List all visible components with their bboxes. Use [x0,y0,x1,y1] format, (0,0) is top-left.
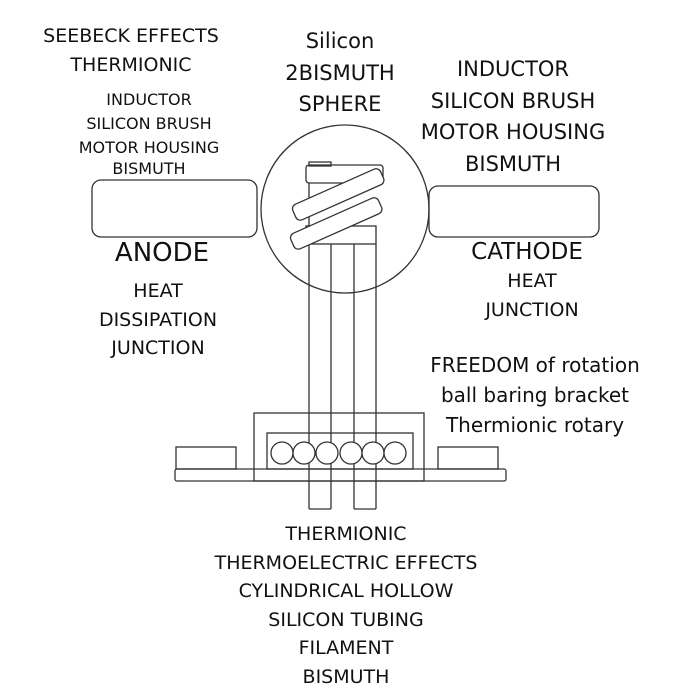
right-foot [437,446,499,470]
ball-bearing [315,441,339,465]
anode-sub-label: HEAT DISSIPATION JUNCTION [99,277,217,363]
label-line: Silicon [305,29,375,53]
coil-upper [291,168,385,221]
bismuth-sphere [260,124,430,294]
ball-bearing [383,441,407,465]
label-line: HEAT [507,270,557,292]
label-line: JUNCTION [111,337,205,359]
column-tab [308,161,332,167]
label-line: FILAMENT [298,637,394,659]
label-line: THERMIONIC [285,523,407,545]
ball-bearing [270,441,294,465]
filament-label: THERMIONIC THERMOELECTRIC EFFECTS CYLIND… [215,520,478,691]
right-inductor-label: INDUCTOR SILICON BRUSH MOTOR HOUSING BIS… [421,54,605,180]
label-line: SEEBECK EFFECTS [43,25,219,47]
ball-bearing [292,441,316,465]
label-line: FREEDOM of rotation [430,353,640,377]
anode-block [91,179,258,238]
label-line: SILICON TUBING [268,608,424,631]
label-line: INDUCTOR [456,57,570,81]
rotation-label: FREEDOM of rotation ball baring bracket … [430,350,640,440]
label-line: BISMUTH [112,159,186,178]
ball-bearings [270,441,407,465]
label-line: INDUCTOR [106,90,192,109]
label-line: MOTOR HOUSING [78,138,220,157]
label-line: SILICON BRUSH [86,114,212,133]
label-line: DISSIPATION [98,308,218,331]
label-line: THERMOELECTRIC EFFECTS [214,551,478,574]
label-line: SILICON BRUSH [430,88,596,113]
label-line: ball baring bracket [440,383,630,407]
coil-lower [289,197,383,250]
left-inductor-label: INDUCTOR SILICON BRUSH MOTOR HOUSING BIS… [79,88,220,178]
label-line: BISMUTH [302,665,390,688]
left-foot [175,446,237,470]
ball-bearing [339,441,363,465]
label-line: MOTOR HOUSING [420,120,606,144]
cathode-block [428,185,600,238]
cathode-title: CATHODE [471,239,583,265]
anode-title: ANODE [114,238,210,268]
ball-bearing [361,441,385,465]
cathode-sub-label: HEAT JUNCTION [485,267,578,324]
label-line: 2BISMUTH [285,60,395,85]
seebeck-label: SEEBECK EFFECTS THERMIONIC [43,22,219,79]
label-line: JUNCTION [485,298,579,321]
base-plate [174,468,507,482]
label-line: THERMIONIC [70,53,192,76]
sphere-label: Silicon 2BISMUTH SPHERE [285,26,394,121]
label-line: CYLINDRICAL HOLLOW [238,580,454,602]
label-line: HEAT [133,280,183,302]
label-line: BISMUTH [464,151,562,176]
label-line: Thermionic rotary [445,413,625,437]
label-line: SPHERE [298,92,382,116]
